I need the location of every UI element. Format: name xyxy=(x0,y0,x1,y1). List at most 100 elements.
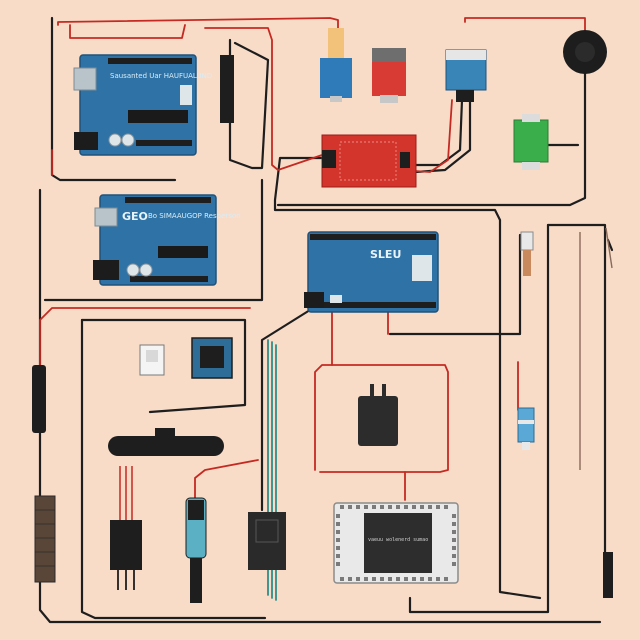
lcd-text: vaeuu wolenerd sumao xyxy=(368,537,428,543)
lcd-pin xyxy=(364,505,368,509)
lcd-pin xyxy=(340,577,344,581)
power-jack xyxy=(74,132,98,150)
blue-module xyxy=(320,58,352,98)
lcd-pin xyxy=(404,577,408,581)
relay-block xyxy=(358,396,398,446)
header-bottom xyxy=(136,140,192,146)
lcd-pin xyxy=(336,554,340,558)
capacitor-1 xyxy=(108,133,122,147)
blue-sensor-top xyxy=(446,50,486,60)
header-top xyxy=(108,58,192,64)
header-top xyxy=(125,197,211,203)
lcd-pin xyxy=(436,577,440,581)
wire-red-top xyxy=(57,17,339,41)
lcd-pin xyxy=(428,577,432,581)
wire-center-left xyxy=(260,308,312,512)
lcd-pin xyxy=(372,577,376,581)
wire-red-left-loop xyxy=(69,24,186,39)
left-components xyxy=(32,337,286,603)
lcd-pin xyxy=(404,505,408,509)
arduino-board-middle-left: GEO Bo SIMAAUGOP Resperson xyxy=(93,194,241,286)
center-components xyxy=(358,384,398,446)
capacitor-1 xyxy=(126,263,140,277)
mcu-chip xyxy=(128,110,188,123)
thermistor-probe xyxy=(517,407,535,443)
lcd-pin xyxy=(336,538,340,542)
lcd-pin xyxy=(356,577,360,581)
lcd-pin xyxy=(388,577,392,581)
mcu-chip xyxy=(158,246,208,258)
board-pcb xyxy=(79,54,197,156)
lcd-pin xyxy=(336,522,340,526)
relay-pin-2 xyxy=(382,384,386,398)
lcd-pin xyxy=(340,505,344,509)
board-pcb xyxy=(307,231,439,313)
board-label: Bo SIMAAUGOP Resperson xyxy=(148,212,241,220)
power-jack xyxy=(304,292,324,308)
lcd-pin xyxy=(444,505,448,509)
board-logo: GEO xyxy=(122,210,148,223)
ultrasonic-top xyxy=(155,428,175,438)
red-module-top xyxy=(372,48,406,62)
driver-module-chip xyxy=(255,519,279,543)
lcd-pin xyxy=(364,577,368,581)
lcd-pin xyxy=(452,514,456,518)
lcd-pin xyxy=(356,505,360,509)
terminal xyxy=(400,152,410,168)
lcd-pin xyxy=(452,546,456,550)
wire-red-top-right xyxy=(464,17,586,36)
red-wires xyxy=(39,17,586,501)
header-top xyxy=(310,234,436,240)
thermistor-tip xyxy=(522,442,530,450)
red-module-pins xyxy=(380,95,398,103)
green-module xyxy=(513,119,549,163)
lcd-pin xyxy=(372,505,376,509)
lcd-pin xyxy=(380,577,384,581)
lcd-pin xyxy=(452,538,456,542)
lcd-pin xyxy=(420,505,424,509)
reset-button xyxy=(180,85,192,105)
blue-sensor-base xyxy=(456,90,474,102)
wire-black-mid-left xyxy=(43,178,264,302)
capacitor-2 xyxy=(121,133,135,147)
wire-red-left-long xyxy=(39,307,251,371)
lcd-pin xyxy=(336,514,340,518)
top-components xyxy=(220,28,607,170)
lcd-pin xyxy=(420,577,424,581)
chip-outline xyxy=(339,141,397,181)
usb-port xyxy=(412,255,432,281)
arduino-board-top-left: Sausanted Uar HAUFUALUND xyxy=(73,54,212,156)
wire-red-loop-center xyxy=(314,364,449,473)
wire-red-lower-left xyxy=(194,459,259,501)
wire-sensor-right xyxy=(276,48,587,207)
arduino-board-center: SLEU xyxy=(304,231,439,313)
lcd-pin xyxy=(336,562,340,566)
wire-red-board-top xyxy=(204,27,323,171)
thermistor-band xyxy=(518,420,534,424)
lcd-screen xyxy=(364,513,432,573)
lcd-pin xyxy=(412,505,416,509)
lcd-pin xyxy=(452,530,456,534)
right-components xyxy=(517,227,613,598)
ultrasonic-bar xyxy=(108,436,224,456)
sensor-strip xyxy=(34,495,56,583)
lcd-pin xyxy=(396,577,400,581)
yellow-connector xyxy=(328,28,344,58)
lcd-pin xyxy=(428,505,432,509)
transistor-legs xyxy=(117,570,135,590)
inline-resistor-right xyxy=(603,552,613,598)
lcd-pin xyxy=(336,530,340,534)
header-bottom xyxy=(310,302,436,308)
board-pcb xyxy=(99,194,217,286)
lcd-pins xyxy=(336,505,456,581)
lcd-pin xyxy=(380,505,384,509)
ir-sensor-lens xyxy=(146,350,158,362)
capacitor-2 xyxy=(139,263,153,277)
wire-center-right xyxy=(388,233,522,336)
board-label: Sausanted Uar HAUFUALUND xyxy=(110,72,212,80)
probe-cap xyxy=(520,231,534,251)
green-module-pins xyxy=(522,162,540,170)
lcd-pin xyxy=(348,577,352,581)
sensor-strip-pads xyxy=(35,509,55,567)
inline-fuse xyxy=(32,365,46,433)
